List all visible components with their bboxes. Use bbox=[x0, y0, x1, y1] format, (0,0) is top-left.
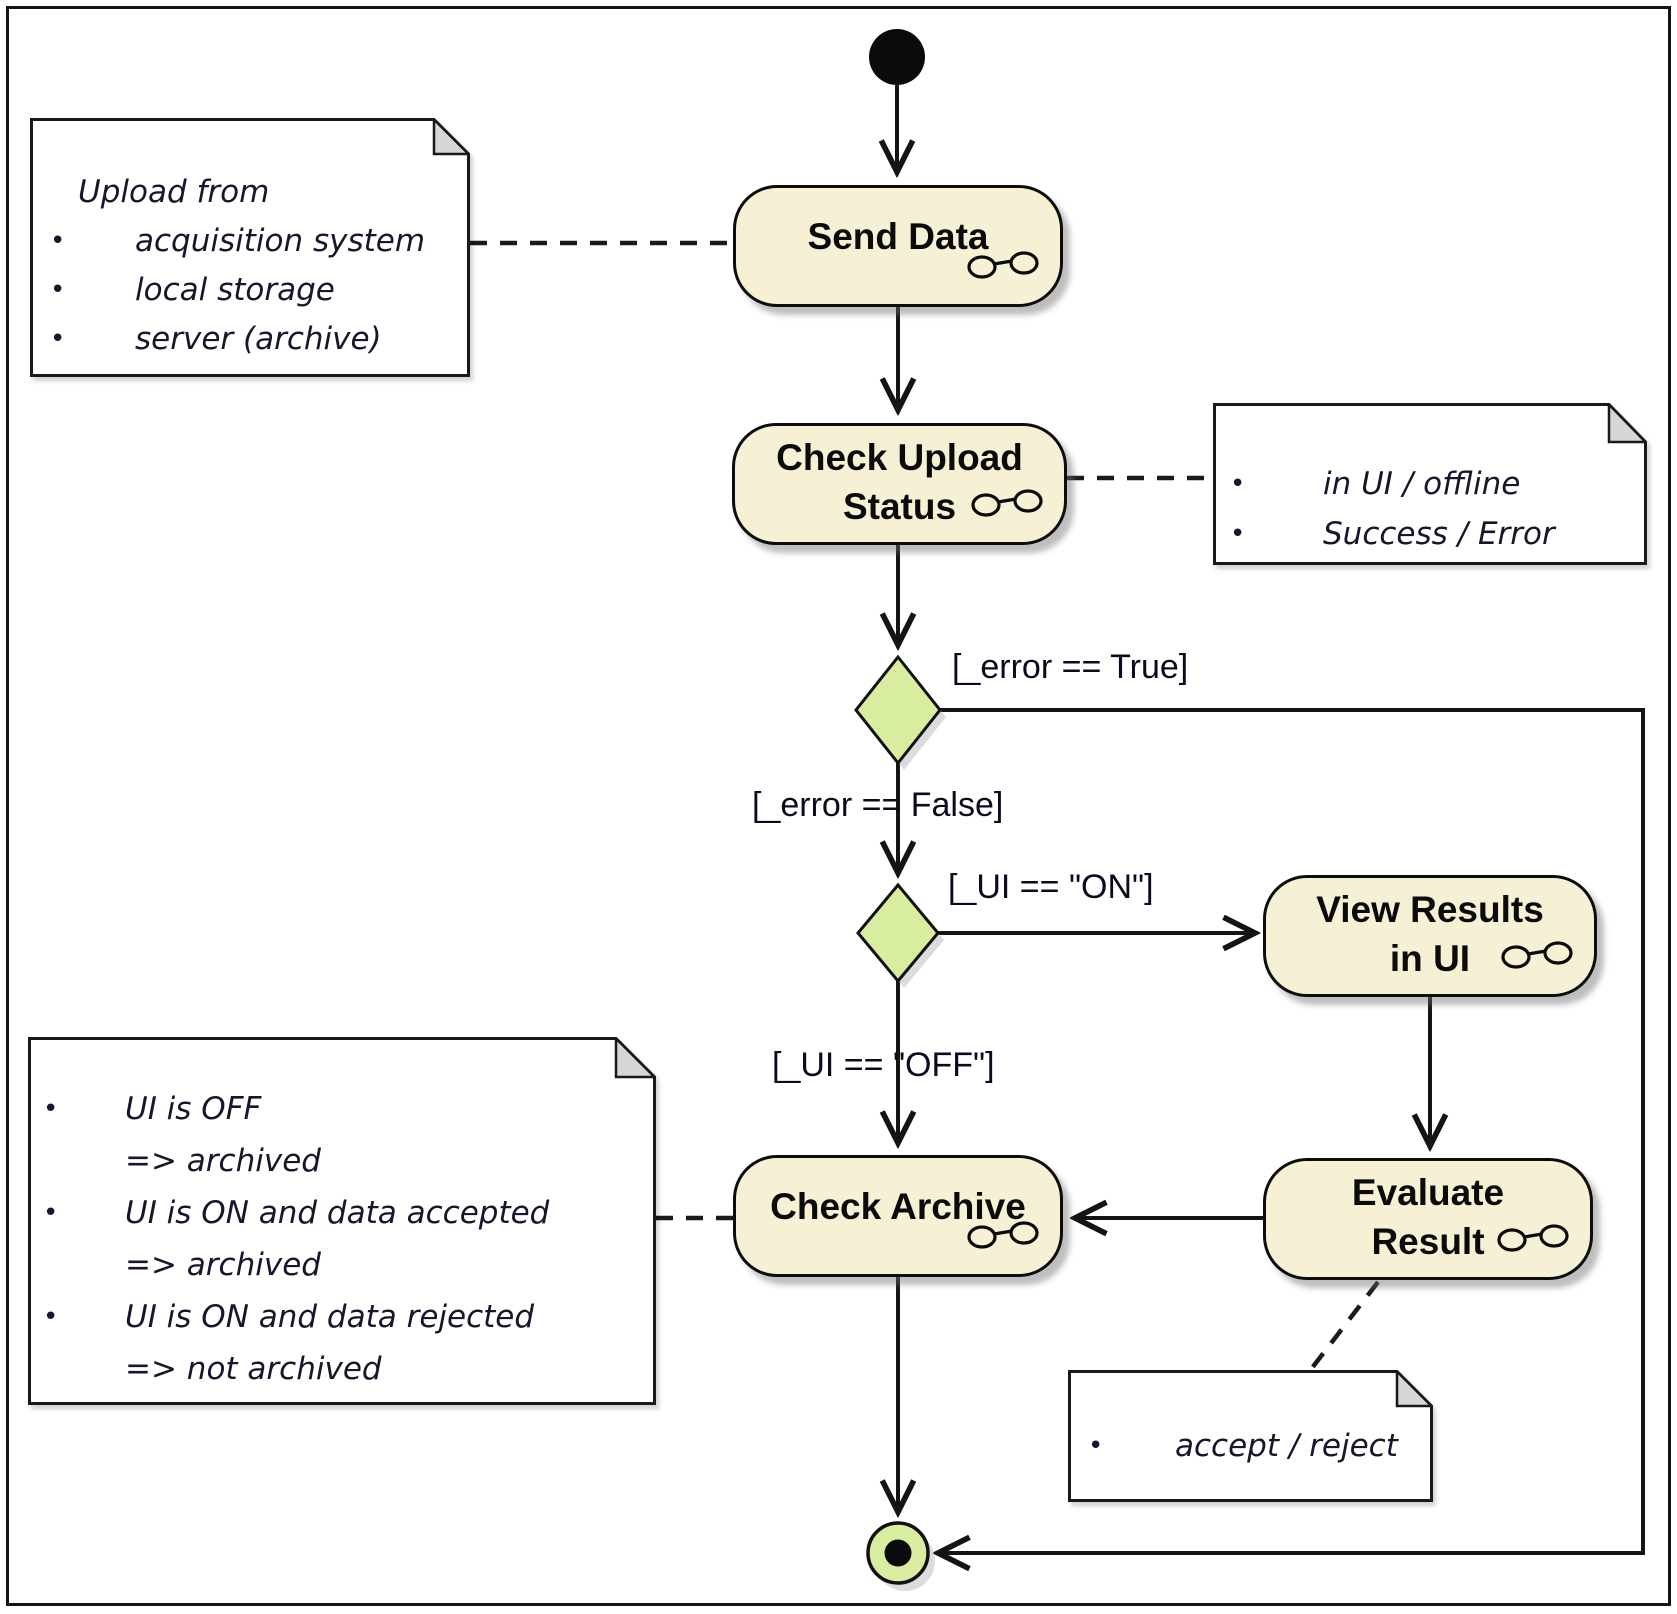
note-upload-item: acquisition system bbox=[135, 223, 426, 259]
bullet-icon: • bbox=[50, 226, 66, 256]
note-archive-item: UI is ON and data rejected => not archiv… bbox=[125, 1291, 534, 1395]
edge-error-true-to-final bbox=[938, 708, 1645, 1553]
eyeglasses-icon bbox=[1497, 1224, 1569, 1252]
list-item: • UI is ON and data accepted => archived bbox=[28, 1187, 656, 1291]
guard-ui-off: [_UI == "OFF"] bbox=[772, 1046, 995, 1084]
action-check-upload-status: Check Upload Status bbox=[732, 423, 1067, 545]
note-fold-corner bbox=[432, 118, 470, 156]
initial-node bbox=[869, 29, 925, 85]
action-label-line: Check Upload bbox=[776, 437, 1023, 478]
note-status-item: Success / Error bbox=[1323, 516, 1555, 552]
note-line: UI is OFF bbox=[125, 1091, 262, 1127]
action-send-data: Send Data bbox=[733, 185, 1063, 307]
action-check-archive: Check Archive bbox=[733, 1155, 1063, 1277]
list-item: • accept / reject bbox=[1068, 1422, 1433, 1471]
list-item: • in UI / offline bbox=[1213, 459, 1647, 509]
bullet-icon: • bbox=[43, 1198, 59, 1228]
action-label-line: Status bbox=[842, 486, 957, 527]
action-label-line: Evaluate bbox=[1351, 1172, 1505, 1213]
note-paper bbox=[1068, 1370, 1433, 1502]
decision-error-node bbox=[854, 654, 942, 766]
note-archive-item: UI is OFF => archived bbox=[125, 1083, 321, 1187]
bullet-icon: • bbox=[43, 1302, 59, 1332]
eyeglasses-icon bbox=[1501, 941, 1573, 969]
note-fold-corner bbox=[1607, 403, 1647, 444]
list-item: • Success / Error bbox=[1213, 509, 1647, 559]
note-fold-corner bbox=[614, 1037, 656, 1079]
note-paper bbox=[28, 1037, 656, 1405]
action-label-line: Result bbox=[1371, 1221, 1485, 1262]
eyeglasses-icon bbox=[971, 489, 1043, 517]
decision-ui-node bbox=[856, 882, 940, 984]
note-fold-corner bbox=[1395, 1370, 1433, 1408]
note-upload-item: server (archive) bbox=[135, 321, 382, 357]
final-node-dot bbox=[884, 1539, 912, 1567]
note-accept-item: accept / reject bbox=[1175, 1428, 1398, 1464]
guard-error-false: [_error == False] bbox=[752, 786, 1004, 824]
note-upload-item: local storage bbox=[135, 272, 335, 308]
guard-error-true: [_error == True] bbox=[952, 648, 1189, 686]
bullet-icon: • bbox=[1088, 1431, 1104, 1461]
action-label-line: in UI bbox=[1389, 938, 1471, 979]
note-paper bbox=[1213, 403, 1647, 565]
list-item: • UI is OFF => archived bbox=[28, 1083, 656, 1187]
eyeglasses-icon bbox=[967, 1221, 1039, 1249]
action-view-results-in-ui: View Results in UI bbox=[1263, 875, 1597, 997]
note-line: => not archived bbox=[125, 1351, 382, 1387]
bullet-icon: • bbox=[50, 324, 66, 354]
note-line: => archived bbox=[125, 1247, 321, 1283]
action-label: Evaluate Result bbox=[1352, 1168, 1504, 1266]
note-paper bbox=[30, 118, 470, 377]
note-upload-sources: Upload from • acquisition system • local… bbox=[30, 118, 470, 377]
note-line: UI is ON and data rejected bbox=[125, 1299, 535, 1335]
note-archive-item: UI is ON and data accepted => archived bbox=[125, 1187, 549, 1291]
bullet-icon: • bbox=[1230, 519, 1246, 549]
bullet-icon: • bbox=[43, 1094, 59, 1124]
connector-note-accept bbox=[1310, 1280, 1380, 1370]
guard-ui-on: [_UI == "ON"] bbox=[948, 868, 1154, 906]
eyeglasses-icon bbox=[967, 251, 1039, 279]
note-status-item: in UI / offline bbox=[1323, 466, 1521, 502]
bullet-icon: • bbox=[50, 275, 66, 305]
note-upload-status: • in UI / offline • Success / Error bbox=[1213, 403, 1647, 565]
bullet-icon: • bbox=[1230, 469, 1246, 499]
list-item: • UI is ON and data rejected => not arch… bbox=[28, 1291, 656, 1395]
note-line: => archived bbox=[125, 1143, 321, 1179]
action-label: View Results in UI bbox=[1316, 885, 1544, 983]
note-line: UI is ON and data accepted bbox=[125, 1195, 550, 1231]
list-item: • server (archive) bbox=[30, 315, 470, 364]
note-archive-rules: • UI is OFF => archived • UI is ON and d… bbox=[28, 1037, 656, 1405]
action-label-line: View Results bbox=[1316, 889, 1544, 930]
list-item: • acquisition system bbox=[30, 217, 470, 266]
note-accept-reject: • accept / reject bbox=[1068, 1370, 1433, 1502]
action-label: Send Data bbox=[807, 215, 989, 257]
action-evaluate-result: Evaluate Result bbox=[1263, 1158, 1593, 1280]
action-label: Check Upload Status bbox=[776, 433, 1023, 531]
action-label: Check Archive bbox=[770, 1185, 1026, 1227]
list-item: • local storage bbox=[30, 266, 470, 315]
note-upload-title: Upload from bbox=[78, 174, 270, 210]
